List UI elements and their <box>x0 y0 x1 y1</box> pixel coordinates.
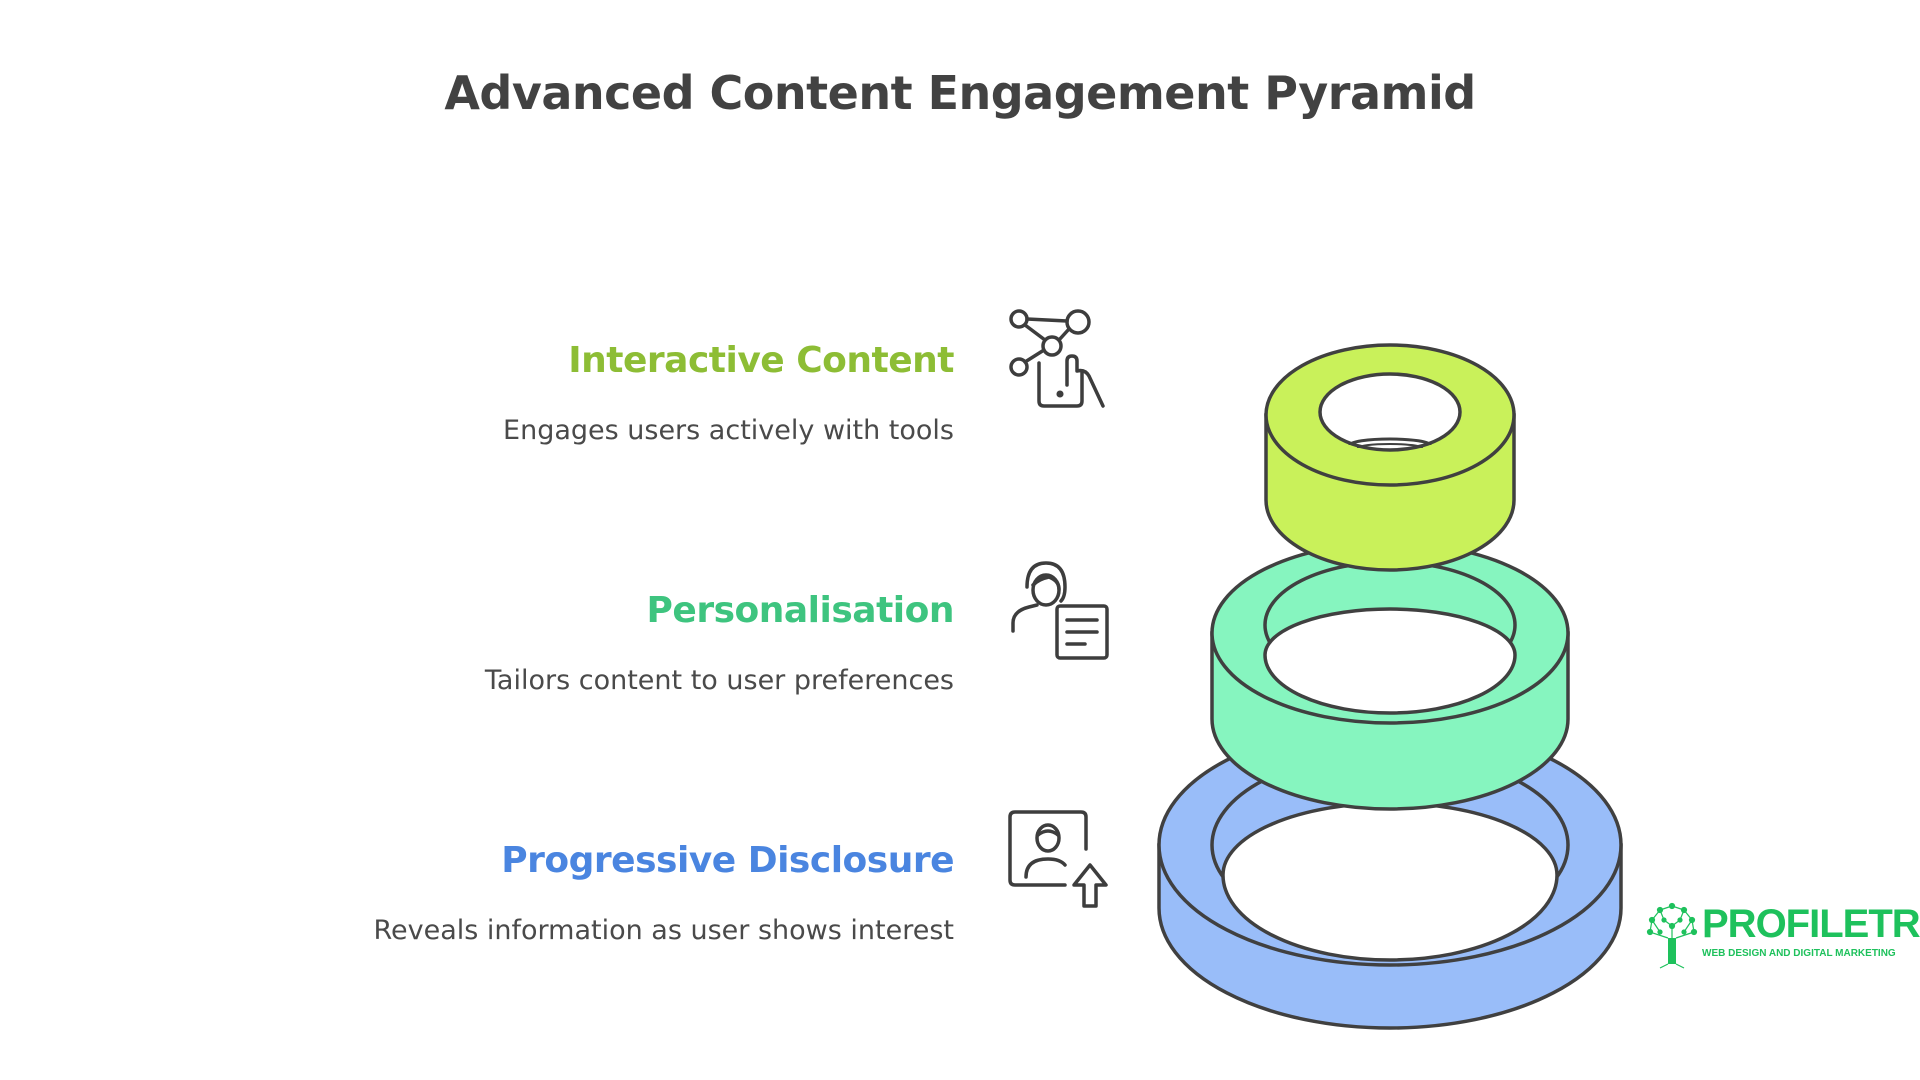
profiletree-logo: PROFILETREE WEB DESIGN AND DIGITAL MARKE… <box>1644 900 1920 970</box>
tier-progressive-disclosure: Progressive Disclosure Reveals informati… <box>373 840 954 946</box>
tier-personalisation: Personalisation Tailors content to user … <box>484 590 955 696</box>
page-title: Advanced Content Engagement Pyramid <box>444 66 1476 120</box>
tier-description: Tailors content to user preferences <box>484 665 954 696</box>
tier-heading: Personalisation <box>646 590 955 631</box>
ring-personalisation <box>1210 541 1570 811</box>
tier-heading: Progressive Disclosure <box>501 840 954 881</box>
tier-heading: Interactive Content <box>568 340 954 381</box>
logo-tagline: WEB DESIGN AND DIGITAL MARKETING <box>1702 948 1896 959</box>
pyramid-rings <box>1157 343 1623 1030</box>
tier-description: Engages users actively with tools <box>503 415 954 446</box>
logo-name: PROFILETREE <box>1702 902 1920 946</box>
tier-interactive-content: Interactive Content Engages users active… <box>503 340 954 446</box>
tier-description: Reveals information as user shows intere… <box>373 915 954 946</box>
network-touch-phone-icon <box>1009 309 1105 408</box>
tree-logo-icon <box>1646 902 1698 969</box>
ring-interactive-content <box>1264 343 1516 572</box>
user-upload-icon <box>1008 810 1108 908</box>
user-document-icon <box>1011 561 1109 660</box>
